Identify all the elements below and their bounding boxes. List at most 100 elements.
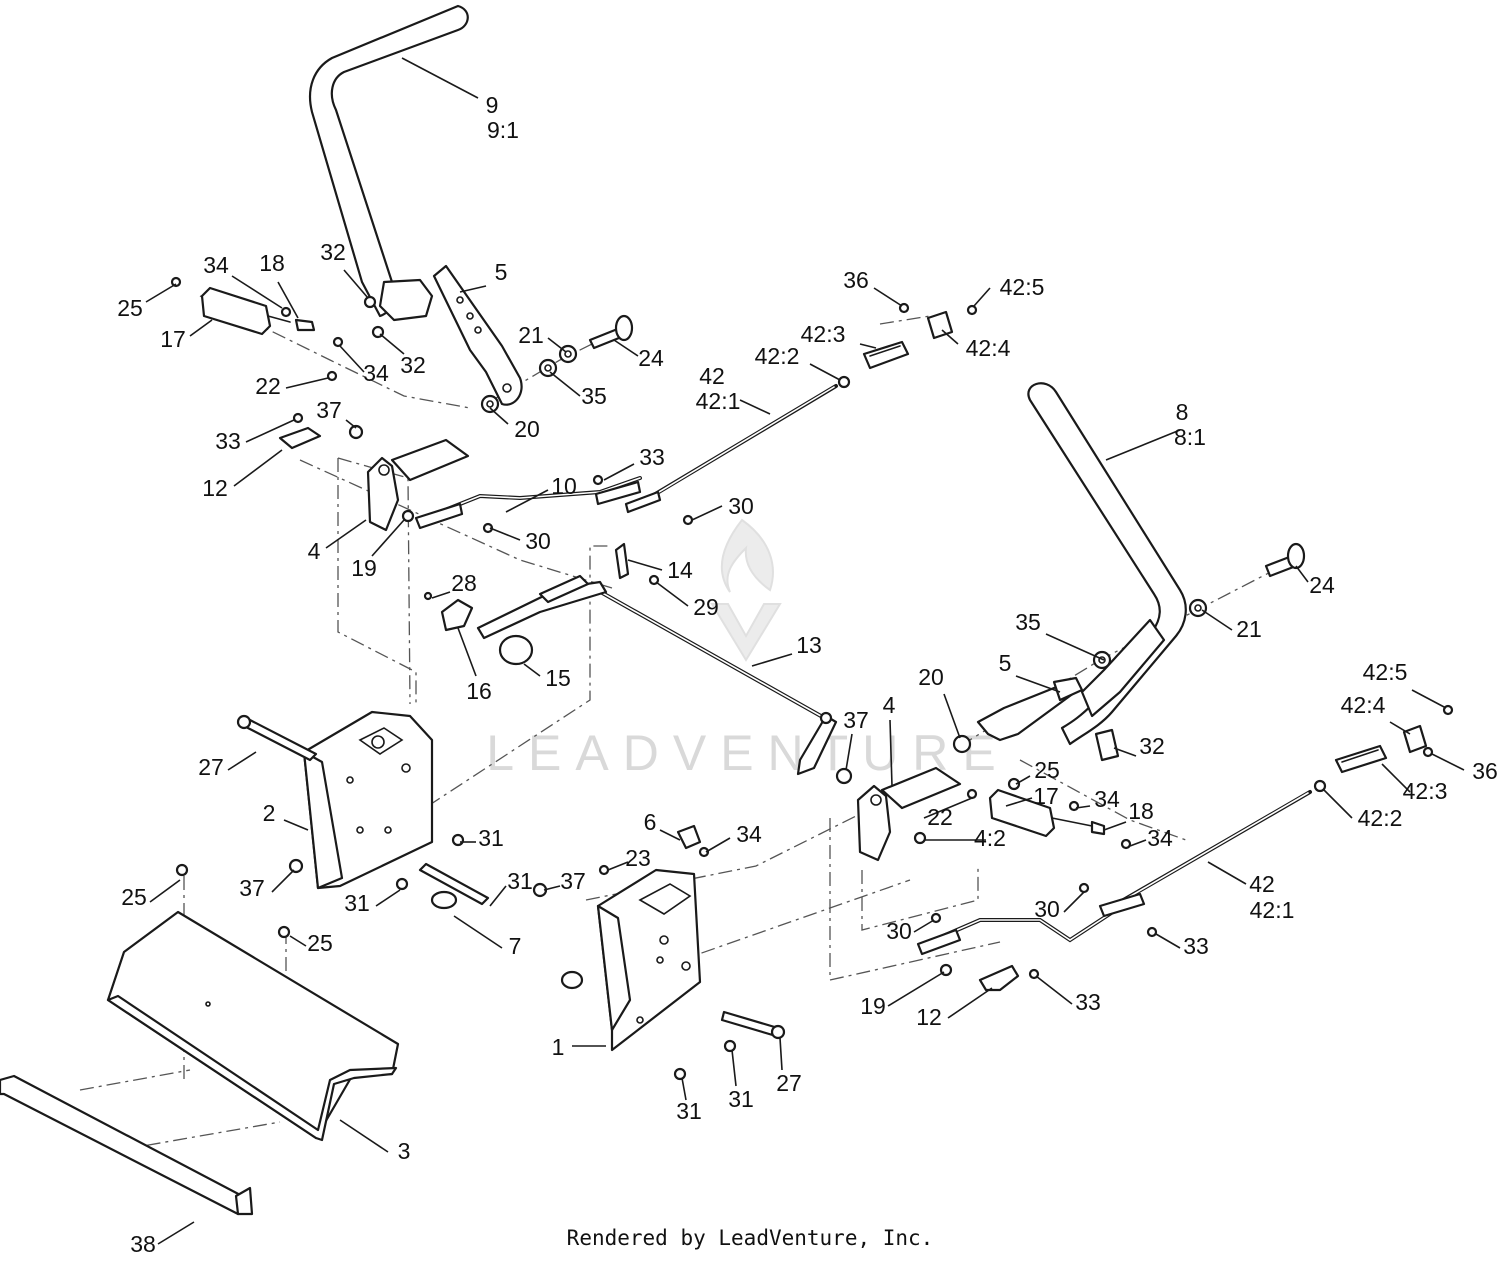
callout-c1: 1: [552, 1034, 565, 1060]
callout-c42-2b: 42:2: [1358, 805, 1403, 831]
watermark-text: LEADVENTURE: [486, 725, 1010, 781]
control-lever-right: [1027, 382, 1187, 746]
callout-c36b: 36: [1472, 758, 1498, 784]
callout-c37a: 37: [316, 397, 342, 423]
callout-c2: 2: [263, 800, 276, 826]
callout-c42-1b: 42:1: [1250, 897, 1295, 923]
callout-c33b: 33: [639, 444, 665, 470]
pivot-bracket-right: [835, 734, 1021, 862]
callout-c25d: 25: [307, 930, 333, 956]
callout-c31d: 31: [728, 1086, 754, 1112]
callout-c21b: 21: [1236, 616, 1262, 642]
callout-c35b: 35: [1015, 609, 1041, 635]
callout-c37d: 37: [560, 868, 586, 894]
callout-c27b: 27: [776, 1070, 802, 1096]
callout-c33c: 33: [1183, 933, 1209, 959]
callout-c22a: 22: [255, 373, 281, 399]
callout-c10: 10: [551, 473, 577, 499]
callout-c14: 14: [667, 557, 693, 583]
callout-c32c: 32: [1139, 733, 1165, 759]
cable-hardware-top: [837, 302, 978, 389]
control-rod-top: [630, 384, 838, 510]
callout-c17a: 17: [160, 326, 186, 352]
callout-c17b: 17: [1033, 783, 1059, 809]
callout-c6: 6: [644, 809, 657, 835]
callout-c25b: 25: [1034, 757, 1060, 783]
callout-c30b: 30: [525, 528, 551, 554]
footer-credit: Rendered by LeadVenture, Inc.: [566, 1226, 934, 1250]
brake-arm-assembly: [423, 542, 660, 666]
callout-c42-5a: 42:5: [1000, 274, 1045, 300]
lever-arm-left: [432, 264, 523, 406]
callout-c34c: 34: [1094, 786, 1120, 812]
trim-bar-38: [0, 1074, 254, 1216]
callout-c19a: 19: [351, 555, 377, 581]
callout-c7: 7: [509, 933, 522, 959]
pivot-hardware-right: [1092, 542, 1306, 670]
callout-c24a: 24: [638, 345, 664, 371]
callout-c31e: 31: [676, 1098, 702, 1124]
callout-c34b: 34: [363, 360, 389, 386]
callout-c31b: 31: [507, 868, 533, 894]
callout-c13: 13: [796, 632, 822, 658]
callout-c34a: 34: [203, 252, 229, 278]
callout-c42a: 42: [699, 363, 725, 389]
control-rod-bottom: [916, 790, 1312, 992]
callout-c8: 8: [1176, 399, 1189, 425]
callout-c42-2a: 42:2: [755, 343, 800, 369]
callout-c30a: 30: [728, 493, 754, 519]
leader-lines: [145, 57, 1465, 1245]
callout-c42b: 42: [1249, 871, 1275, 897]
callout-c31a: 31: [478, 825, 504, 851]
mounting-bracket-2: [236, 710, 490, 910]
callout-c30d: 30: [886, 918, 912, 944]
pivot-hardware-left: [480, 314, 634, 414]
callout-c25c: 25: [121, 884, 147, 910]
callout-c42-4b: 42:4: [1341, 692, 1386, 718]
callout-c8-1: 8:1: [1174, 424, 1206, 450]
callout-c38: 38: [130, 1231, 156, 1257]
callout-c36a: 36: [843, 267, 869, 293]
callout-c9: 9: [486, 92, 499, 118]
callout-c42-5b: 42:5: [1363, 659, 1408, 685]
callout-c34d: 34: [736, 821, 762, 847]
callout-c12b: 12: [916, 1004, 942, 1030]
callout-c23: 23: [625, 845, 651, 871]
callout-c18b: 18: [1128, 798, 1154, 824]
callout-c28: 28: [451, 570, 477, 596]
mounting-bracket-1: [532, 824, 786, 1081]
callout-c32a: 32: [320, 239, 346, 265]
callout-c35a: 35: [581, 383, 607, 409]
callout-c24b: 24: [1309, 572, 1335, 598]
callout-c19b: 19: [860, 993, 886, 1019]
console-cover-3: [106, 863, 400, 1142]
callout-c27a: 27: [198, 754, 224, 780]
callout-c42-1a: 42:1: [696, 388, 741, 414]
callout-c4b: 4: [883, 692, 896, 718]
callout-c42-4a: 42:4: [966, 335, 1011, 361]
callout-c30c: 30: [1034, 896, 1060, 922]
v-logo-icon: [710, 603, 782, 662]
leadventure-watermark: LEADVENTURE: [486, 518, 1010, 781]
cable-hardware-bottom: [1313, 704, 1454, 793]
callout-c3: 3: [398, 1138, 411, 1164]
callout-c42-3b: 42:3: [1403, 778, 1448, 804]
callout-c37c: 37: [239, 875, 265, 901]
callout-c4-2: 4:2: [974, 825, 1006, 851]
linkage-rod-10: [414, 474, 694, 534]
callout-c15: 15: [545, 665, 571, 691]
callout-c33a: 33: [215, 428, 241, 454]
callout-c9-1: 9:1: [487, 117, 519, 143]
damper-left: [170, 276, 385, 382]
callout-c21a: 21: [518, 322, 544, 348]
callout-c12a: 12: [202, 475, 228, 501]
callout-c34e: 34: [1147, 825, 1173, 851]
callout-c25a: 25: [117, 295, 143, 321]
flame-logo-icon: [720, 518, 774, 593]
callout-c42-3a: 42:3: [801, 321, 846, 347]
callout-c20b: 20: [918, 664, 944, 690]
lever-arm-right: [976, 676, 1084, 742]
callout-c5b: 5: [999, 650, 1012, 676]
